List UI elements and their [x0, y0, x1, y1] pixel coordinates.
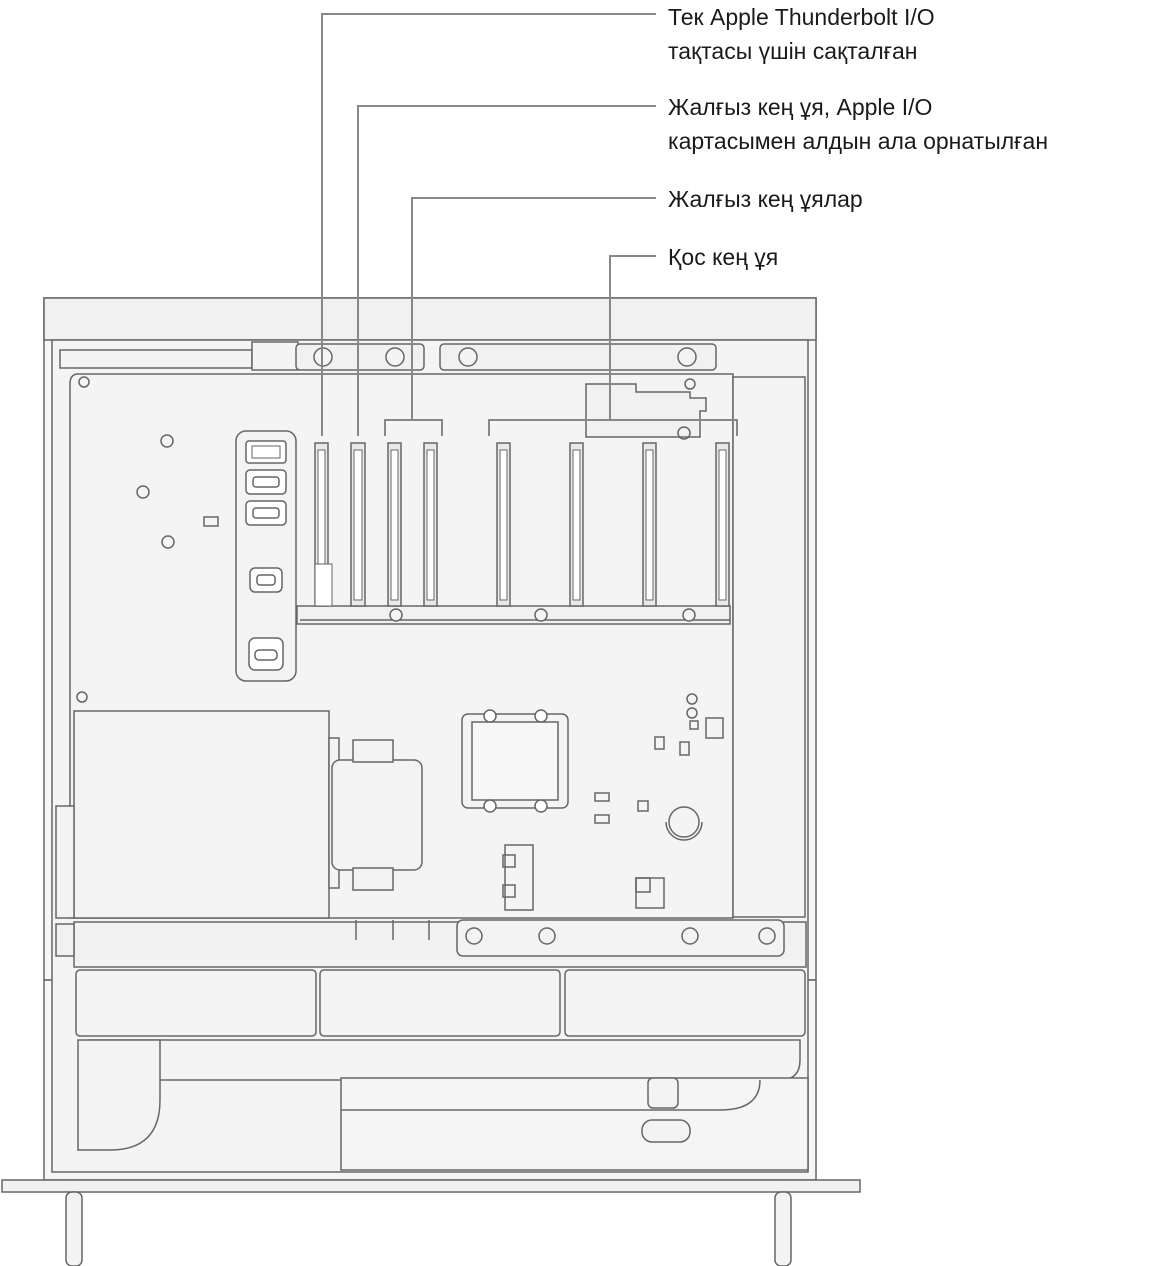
bottom-rail	[55, 919, 807, 968]
leader-double-wide	[488, 419, 738, 436]
top-bracket-rail	[59, 341, 717, 371]
callout-line: Тек Apple Thunderbolt I/O	[668, 4, 935, 30]
power-supply	[55, 710, 423, 919]
callout-double-wide: Қос кең ұя	[668, 240, 778, 274]
callout-leader-lines	[321, 13, 738, 436]
leader-single-wide-io	[357, 105, 656, 436]
callout-thunderbolt: Тек Apple Thunderbolt I/O тақтасы үшін с…	[668, 0, 935, 68]
leader-single-wide	[384, 419, 443, 436]
lower-bays	[75, 969, 809, 1171]
leader-thunderbolt	[321, 13, 656, 436]
leader-double-wide-stem	[609, 255, 656, 420]
case-base	[1, 1179, 861, 1266]
callout-single-wide-io: Жалғыз кең ұя, Apple I/O картасымен алды…	[668, 90, 1048, 158]
callout-line: Жалғыз кең ұялар	[668, 186, 863, 212]
pcie-slot-area	[296, 378, 731, 625]
callout-line: Жалғыз кең ұя, Apple I/O	[668, 94, 933, 120]
board-components	[502, 693, 724, 911]
right-side-module	[732, 376, 806, 918]
callout-line: Қос кең ұя	[668, 244, 779, 270]
thunderbolt-io-card	[235, 430, 297, 682]
callout-line: тақтасы үшін сақталған	[668, 38, 918, 64]
callout-line: картасымен алдын ала орнатылған	[668, 128, 1049, 154]
leader-single-wide-stem	[411, 197, 656, 420]
cpu-socket	[461, 709, 569, 813]
callout-single-wide: Жалғыз кең ұялар	[668, 182, 863, 216]
